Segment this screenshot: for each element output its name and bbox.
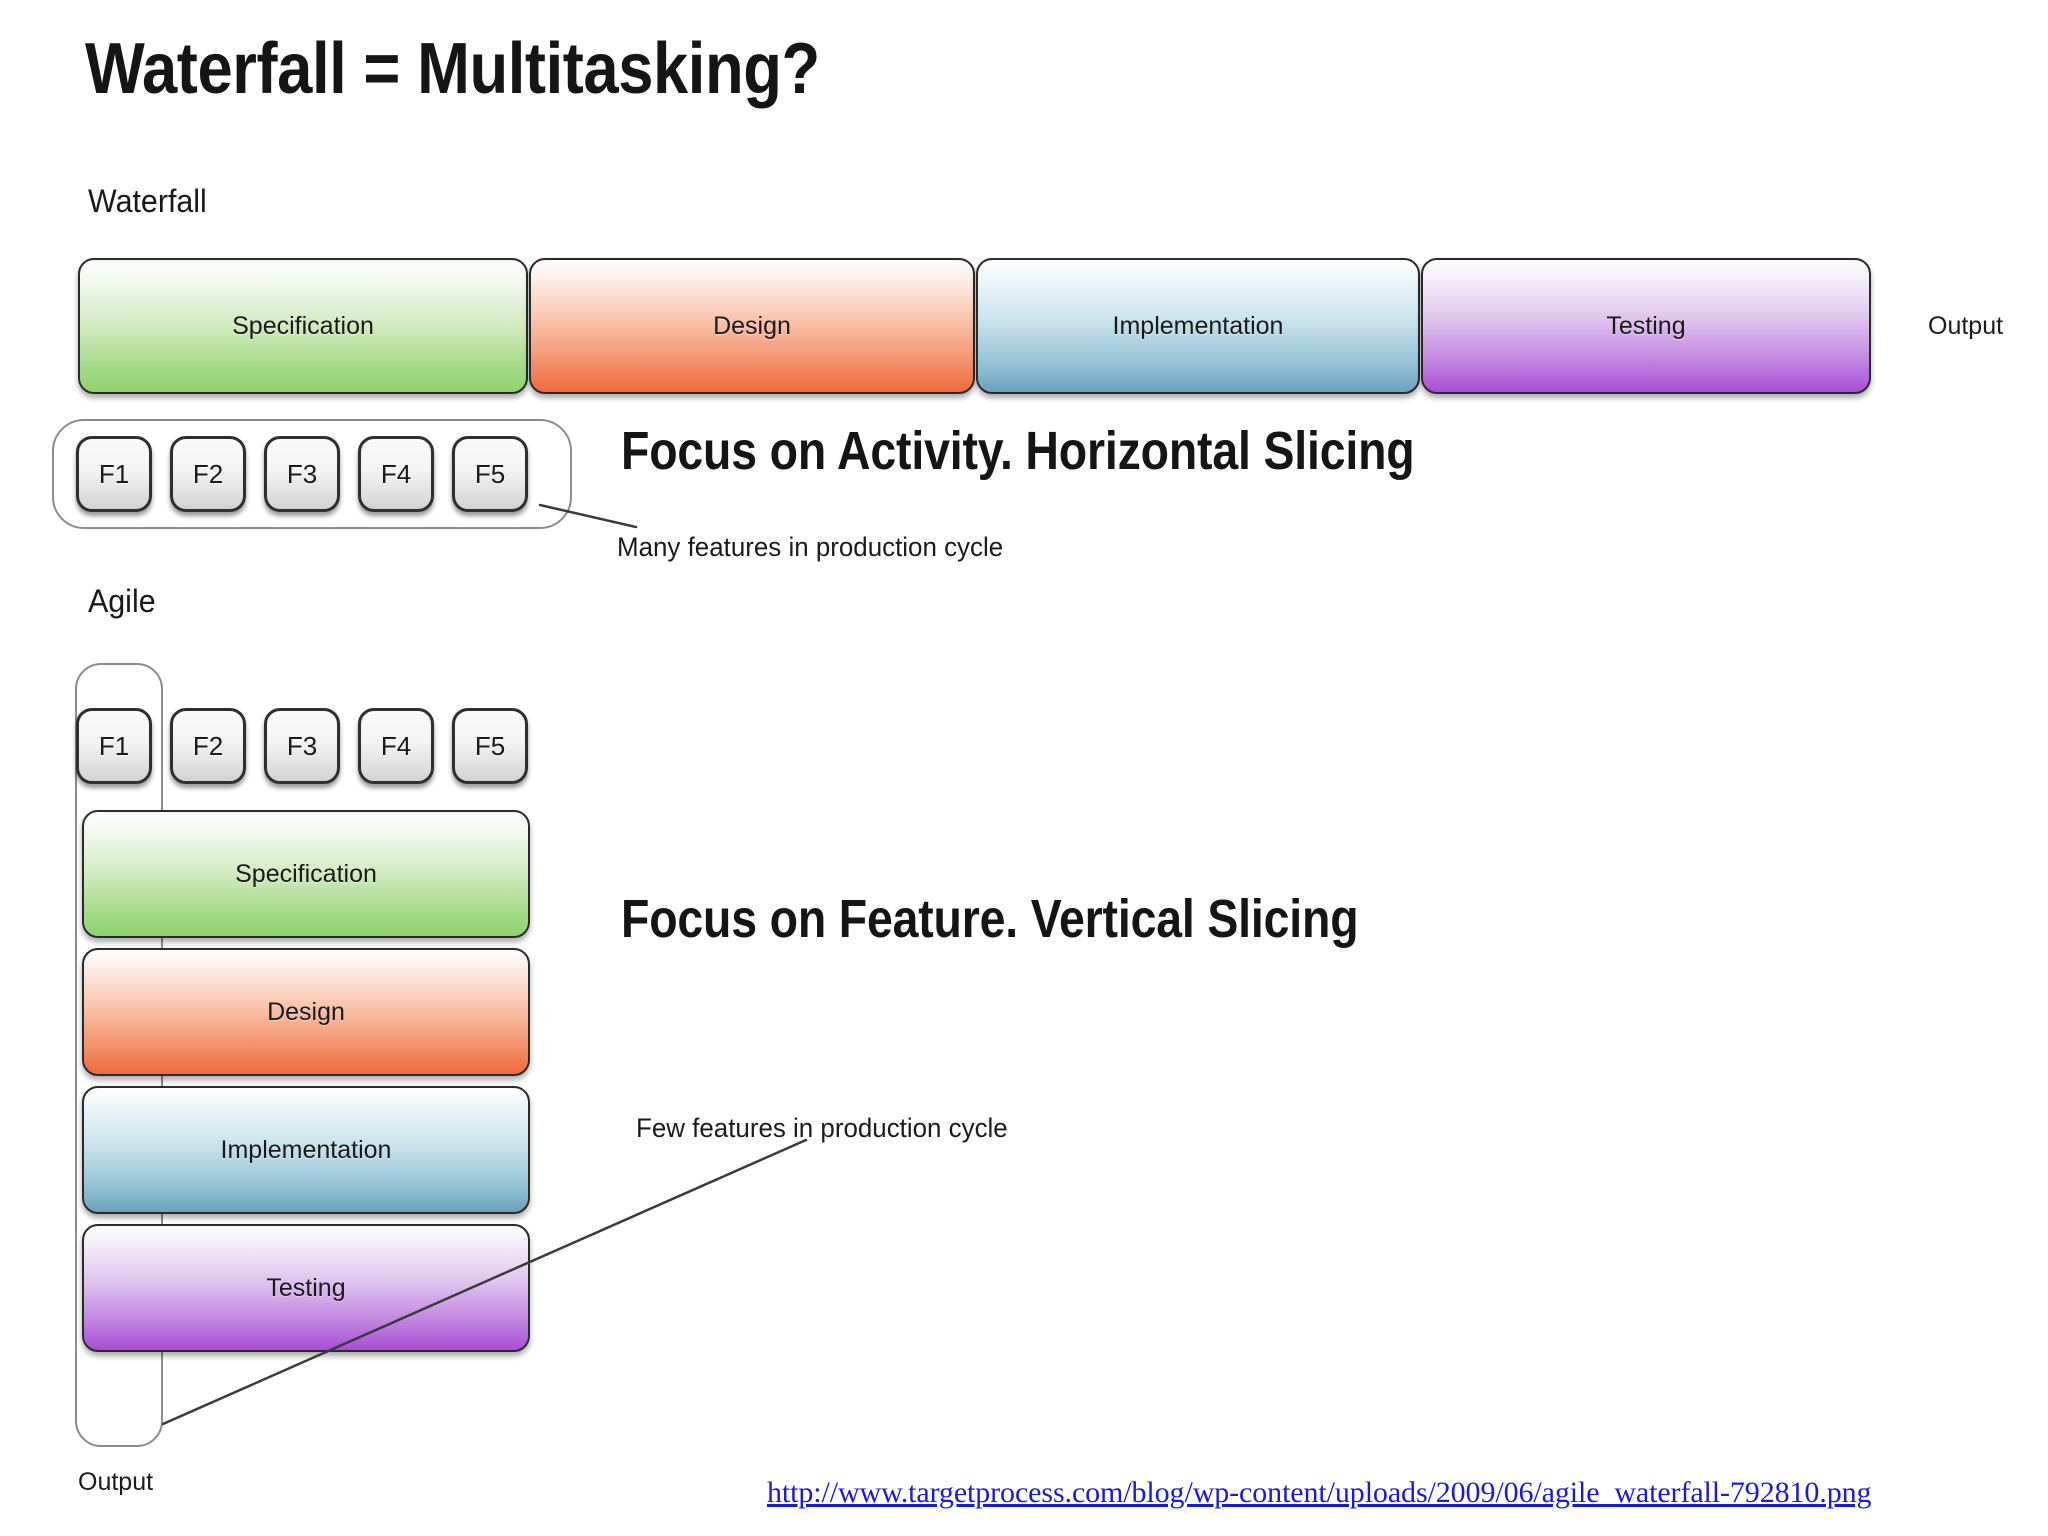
waterfall-feature-chip-f3-label: F3 — [286, 458, 318, 489]
waterfall-headline: Focus on Activity. Horizontal Slicing — [621, 421, 1415, 481]
waterfall-feature-chip-f1[interactable]: F1 — [76, 436, 152, 512]
waterfall-phase-specification[interactable]: Specification — [78, 258, 528, 394]
waterfall-feature-chip-f3[interactable]: F3 — [264, 436, 340, 512]
waterfall-feature-chip-f2-label: F2 — [192, 458, 224, 489]
waterfall-output-label: Output — [1928, 312, 2004, 340]
agile-phase-specification[interactable]: Specification — [82, 810, 530, 938]
source-url-link[interactable]: http://www.targetprocess.com/blog/wp-con… — [767, 1476, 1872, 1509]
waterfall-phase-implementation-label: Implementation — [1112, 311, 1284, 340]
agile-phase-implementation[interactable]: Implementation — [82, 1086, 530, 1214]
agile-phase-implementation-label: Implementation — [220, 1135, 392, 1164]
agile-phase-design-label: Design — [267, 997, 345, 1026]
waterfall-section-label: Waterfall — [88, 183, 207, 219]
agile-feature-chip-f4[interactable]: F4 — [358, 708, 434, 784]
agile-phase-specification-label: Specification — [235, 859, 377, 888]
agile-feature-chip-f2[interactable]: F2 — [170, 708, 246, 784]
waterfall-feature-chip-f5-label: F5 — [474, 458, 506, 489]
waterfall-feature-chip-f4-label: F4 — [380, 458, 412, 489]
waterfall-phase-testing[interactable]: Testing — [1421, 258, 1871, 394]
agile-feature-chip-f1-label: F1 — [98, 730, 130, 761]
page-title: Waterfall = Multitasking? — [85, 29, 820, 109]
agile-section-label: Agile — [88, 583, 156, 619]
agile-phase-testing[interactable]: Testing — [82, 1224, 530, 1352]
waterfall-annotation: Many features in production cycle — [617, 532, 1004, 562]
agile-feature-chip-f2-label: F2 — [192, 730, 224, 761]
agile-feature-chip-f1[interactable]: F1 — [76, 708, 152, 784]
waterfall-feature-chip-f1-label: F1 — [98, 458, 130, 489]
agile-headline: Focus on Feature. Vertical Slicing — [621, 889, 1359, 949]
agile-feature-chip-f4-label: F4 — [380, 730, 412, 761]
waterfall-phase-specification-label: Specification — [232, 311, 374, 340]
agile-feature-chip-f3[interactable]: F3 — [264, 708, 340, 784]
waterfall-feature-chip-f2[interactable]: F2 — [170, 436, 246, 512]
waterfall-phase-implementation[interactable]: Implementation — [976, 258, 1420, 394]
agile-feature-chip-f3-label: F3 — [286, 730, 318, 761]
waterfall-phase-testing-label: Testing — [1606, 311, 1686, 340]
agile-annotation: Few features in production cycle — [636, 1113, 1008, 1143]
agile-phase-testing-label: Testing — [266, 1273, 346, 1302]
agile-feature-chip-f5-label: F5 — [474, 730, 506, 761]
agile-phase-design[interactable]: Design — [82, 948, 530, 1076]
agile-feature-chip-f5[interactable]: F5 — [452, 708, 528, 784]
waterfall-feature-chip-f4[interactable]: F4 — [358, 436, 434, 512]
waterfall-feature-group — [52, 419, 572, 529]
waterfall-phase-design[interactable]: Design — [529, 258, 975, 394]
waterfall-feature-chip-f5[interactable]: F5 — [452, 436, 528, 512]
agile-output-label: Output — [78, 1468, 154, 1496]
waterfall-phase-design-label: Design — [713, 311, 791, 340]
